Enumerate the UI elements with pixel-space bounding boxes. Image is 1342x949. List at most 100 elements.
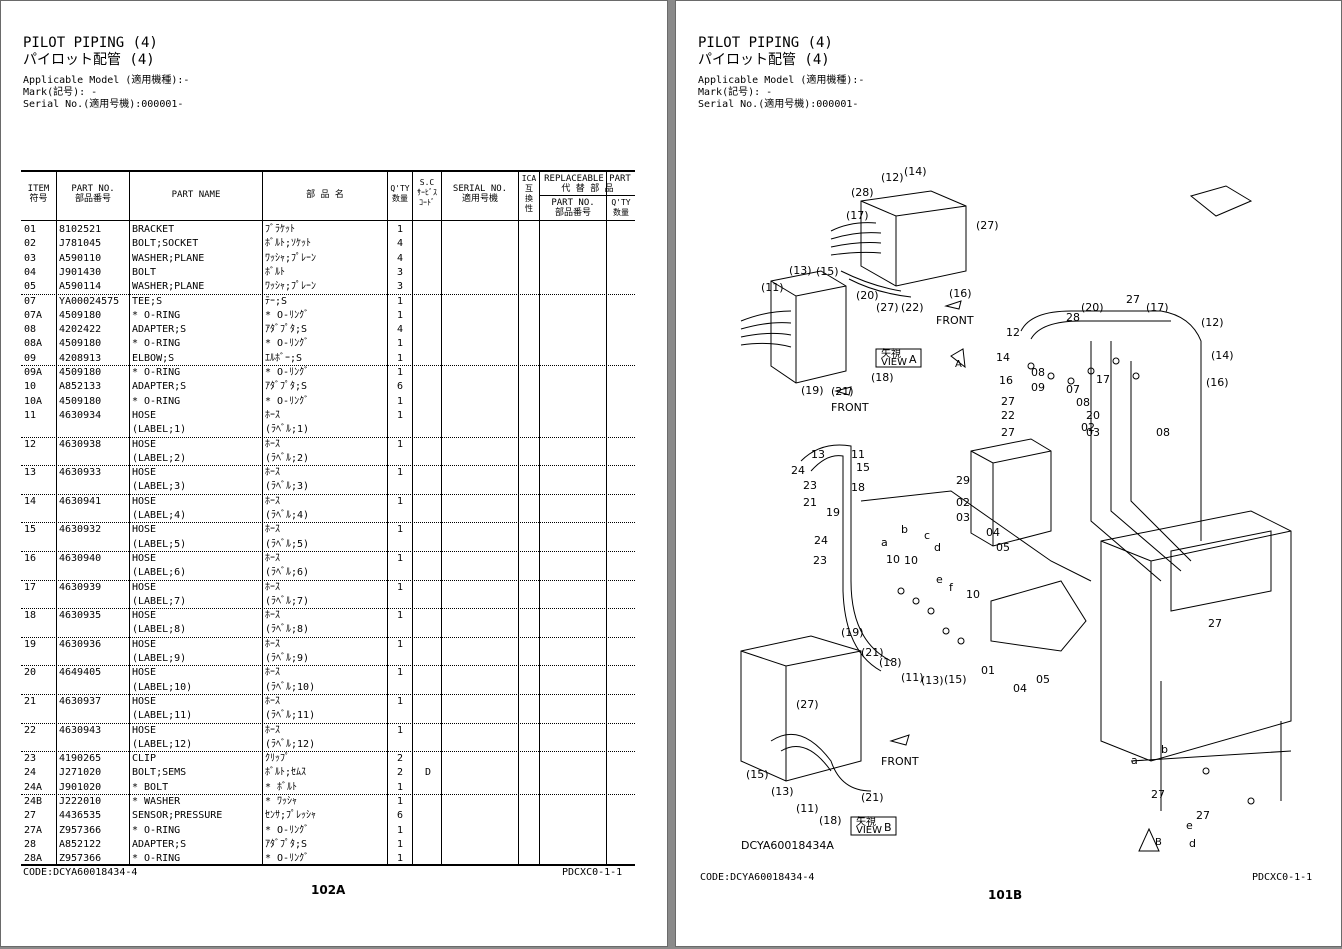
cell-part-no: 4630939 [59,581,102,593]
svg-text:VIEW: VIEW [881,357,907,368]
callout-label: (19) [801,384,824,397]
cell-item: 08A [24,338,43,350]
hose-bundle-d [770,733,872,792]
valve-block-a-edge [860,200,967,286]
cell-name-jp: * ﾎﾞﾙﾄ [265,781,298,793]
cell-qty: 1 [397,524,404,536]
cell-name-jp: (ﾗﾍﾞﾙ;9) [265,653,310,664]
cell-qty: 6 [397,810,404,822]
page-title: PILOT PIPING (4) [23,35,158,51]
table-row: (LABEL;5)(ﾗﾍﾞﾙ;5) [21,538,635,552]
cell-qty: 1 [397,352,404,364]
cell-item: 02 [24,238,37,250]
callout-label: 04 [1013,682,1027,695]
cell-qty: 6 [397,381,404,393]
cell-qty: 1 [397,367,404,378]
bracket-rod [860,490,1092,582]
cell-part-no: A852122 [59,838,102,850]
footer-ref: PDCXC0-1-1 [562,867,623,878]
cell-name: * O-RING [132,853,181,865]
left-page: PILOT PIPING (4) パイロット配管 (4) Applicable … [0,0,668,947]
cell-part-no: 4649405 [59,667,102,679]
table-row: (LABEL;7)(ﾗﾍﾞﾙ;7) [21,595,635,609]
cell-item: 11 [24,409,37,421]
table-row: (LABEL;9)(ﾗﾍﾞﾙ;9) [21,652,635,666]
valve-block-c [740,635,862,782]
footer-code: CODE:DCYA60018434-4 [700,872,815,883]
cell-item: 24B [24,796,43,807]
callout-label: b [901,523,908,536]
cell-item: 24A [24,781,43,793]
cell-name: TEE;S [132,295,163,307]
cell-name: HOSE [132,638,157,650]
cell-name: BOLT;SOCKET [132,238,199,250]
callout-label: 27 [1196,809,1210,822]
right-page-header: PILOT PIPING (4) パイロット配管 (4) Applicable … [698,35,864,111]
callout-label: (18) [879,656,902,669]
right-page: PILOT PIPING (4) パイロット配管 (4) Applicable … [675,0,1342,947]
meta-block: Applicable Model (適用機種):-Mark(記号): -Seri… [23,75,189,111]
cell-name-jp: ｴﾙﾎﾞｰ;S [265,352,303,364]
applicable-model: Applicable Model (適用機種):- [698,75,865,86]
cell-item: 10A [24,395,43,407]
callout-label: (13) [789,264,812,277]
callout-label: 10 [966,588,980,601]
callout-label: 17 [1096,373,1110,386]
svg-text:VIEW: VIEW [856,825,882,836]
cell-qty: 4 [397,252,404,264]
row-group-divider [21,665,635,667]
cell-name: (LABEL;8) [132,624,187,636]
callout-labels: (12)(14)(28)(17)(27)(13)(15)(11)(20)(27)… [746,165,1234,850]
cell-name: HOSE [132,695,157,707]
cell-name-jp: (ﾗﾍﾞﾙ;10) [265,681,316,693]
cell-name-jp: (ﾗﾍﾞﾙ;11) [265,710,316,722]
callout-label: 08 [1031,366,1045,379]
cell-name-jp: ﾎｰｽ [265,438,280,450]
svg-text:矢視: 矢視 [856,815,876,828]
callout-label: 03 [1086,426,1100,439]
cell-part-no: 4630932 [59,524,102,536]
cell-name: WASHER;PLANE [132,252,205,264]
cell-name: SENSOR;PRESSURE [132,810,223,822]
cell-name-jp: * O-ﾘﾝｸﾞ [265,338,310,350]
cell-name: (LABEL;4) [132,510,187,521]
main-valve-assembly [1100,510,1292,762]
callout-label: 08 [1076,396,1090,409]
cell-part-no: 4436535 [59,810,102,822]
row-group-divider [21,365,635,366]
callout-label: 05 [996,541,1010,554]
cell-name: * O-RING [132,309,181,321]
cell-qty: 2 [397,767,404,779]
callout-label: (27) [796,698,819,711]
callout-label: a [881,536,888,549]
cell-qty: 1 [397,695,404,707]
cell-qty: 1 [397,467,404,479]
cell-name-jp: ﾎｰｽ [265,495,280,507]
cell-part-no: J222010 [59,796,102,807]
callout-label: 14 [996,351,1010,364]
cell-qty: 1 [397,395,404,407]
cell-qty: 1 [397,438,404,450]
cell-name: ADAPTER;S [132,838,187,850]
cell-item: 09 [24,352,37,364]
callout-label: (13) [771,785,794,798]
footer-code: CODE:DCYA60018434-4 [23,867,138,878]
callout-label: (27) [876,301,899,314]
table-row: (LABEL;4)(ﾗﾍﾞﾙ;4) [21,509,635,523]
bracket-plate [990,580,1087,652]
cell-name-jp: ｱﾀﾞﾌﾟﾀ;S [265,838,308,850]
cell-name: HOSE [132,524,157,536]
row-group-divider [21,579,635,581]
row-group-divider [21,794,635,795]
cell-item: 12 [24,438,37,450]
callout-label: (11) [761,281,784,294]
row-group-divider [21,436,635,438]
cell-item: 21 [24,695,37,707]
